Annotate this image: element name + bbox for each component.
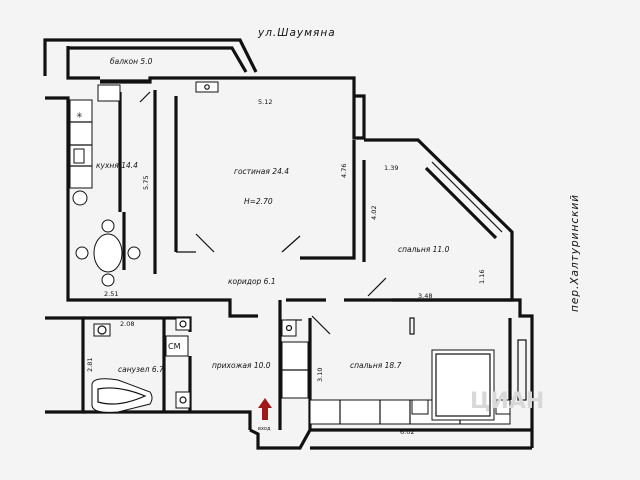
dim-living-width: 5.12 — [258, 98, 272, 106]
sink-icon — [195, 81, 219, 93]
corridor-walls — [160, 298, 534, 448]
toilet-icon — [93, 323, 111, 337]
dim-bathroom-width: 2.08 — [120, 320, 134, 328]
dim-living-depth: 4.76 — [340, 164, 348, 178]
room-bedroom-small: спальня 11.0 — [398, 245, 450, 254]
dim-bedroom-small-right: 1.16 — [478, 270, 486, 284]
dim-bedroom-small-left: 4.02 — [370, 206, 378, 220]
dim-kitchen-length: 5.75 — [142, 176, 150, 190]
bed-icon — [431, 349, 495, 421]
dining-table-icon — [75, 219, 141, 287]
room-kitchen: кухня 14.4 — [96, 161, 138, 170]
watermark: ЦИАН — [470, 389, 544, 414]
hallway-walls — [160, 300, 331, 430]
bathroom-fixtures — [91, 317, 191, 413]
kitchen-fixtures: ✳ — [69, 81, 219, 206]
room-bedroom-large: спальня 18.7 — [350, 361, 402, 370]
dim-bedroom-large-width: 6.02 — [400, 428, 414, 436]
stove-icon: ✳ — [76, 111, 83, 120]
dim-hallway-depth: 3.10 — [316, 368, 324, 382]
room-bathroom: санузел 6.7 — [118, 365, 164, 374]
balcony-walls — [43, 38, 258, 81]
entrance: вход — [249, 398, 532, 450]
room-living: гостиная 24.4 — [234, 167, 289, 176]
entrance-label: вход — [258, 426, 271, 432]
kitchen-walls — [45, 76, 366, 302]
living-room-walls — [139, 91, 356, 260]
cabinet — [97, 84, 121, 102]
dim-bathroom-depth: 2.81 — [86, 358, 94, 372]
entrance-arrow-icon — [258, 398, 272, 420]
room-corridor: коридор 6.1 — [228, 277, 276, 286]
washer-label: СМ — [168, 342, 181, 351]
dim-dining-width: 2.51 — [104, 290, 118, 298]
washer-icon — [165, 335, 189, 357]
dim-bedroom-small-top: 1.39 — [384, 164, 398, 172]
room-hallway: прихожая 10.0 — [212, 361, 271, 370]
room-balcony: балкон 5.0 — [110, 57, 153, 66]
dim-bedroom-small-bottom: 3.48 — [418, 292, 432, 300]
ceiling-height: H=2.70 — [244, 197, 273, 206]
street-top: ул.Шаумяна — [257, 27, 336, 39]
street-right: пер.Халтуринский — [569, 194, 581, 312]
